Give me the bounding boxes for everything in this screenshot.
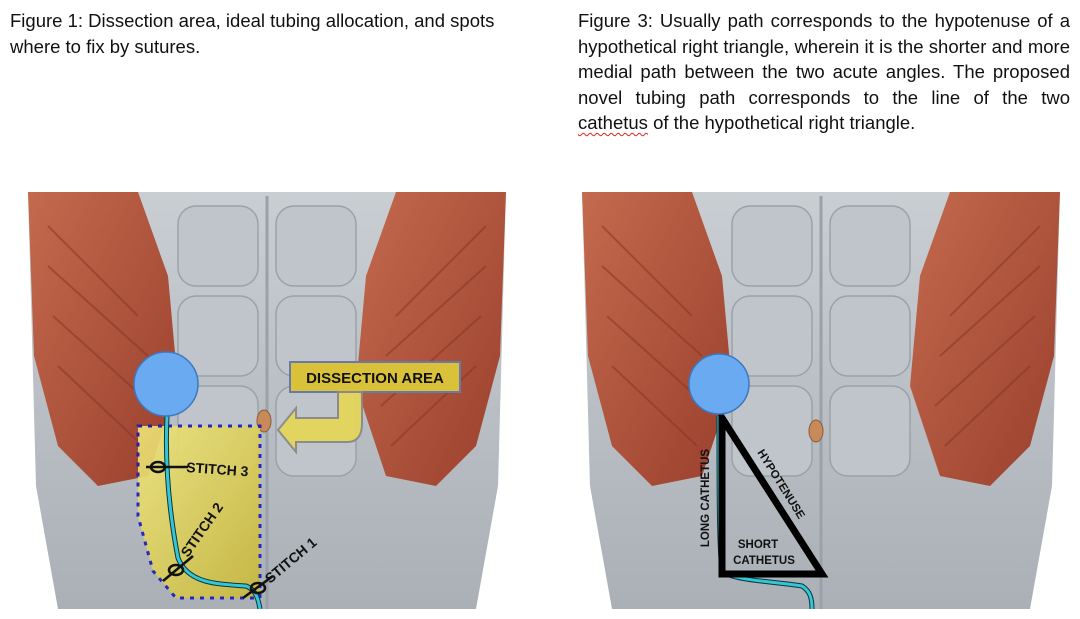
dissection-area [136, 424, 262, 600]
figure-1-illustration: STITCH 3 STITCH 2 STITCH 1 DISSECTION AR… [28, 186, 506, 609]
short-cathetus-label-line2: CATHETUS [733, 555, 795, 567]
figure-3-svg: LONG CATHETUS HYPOTENUSE SHORT CATHETUS [582, 192, 1060, 609]
port-circle [133, 351, 199, 417]
left-oblique-muscle [28, 192, 178, 486]
callout-label: DISSECTION AREA [306, 370, 444, 387]
callout-box [289, 361, 461, 393]
figure-1-caption: Figure 1: Dissection area, ideal tubing … [10, 8, 510, 59]
stitch-2-mark [162, 555, 194, 582]
figure-1-svg: STITCH 3 STITCH 2 STITCH 1 DISSECTION AR… [28, 192, 506, 609]
right-oblique-muscle [356, 192, 506, 486]
left-oblique-muscle [582, 192, 732, 486]
figure-3-caption-end: of the hypothetical right triangle. [647, 112, 916, 133]
short-cathetus-label-line1: SHORT [738, 539, 778, 551]
umbilicus [808, 419, 824, 443]
stitch-1-mark [242, 574, 274, 600]
arrow-icon [276, 391, 363, 455]
right-triangle [718, 406, 829, 578]
stitch-3-mark [146, 460, 188, 474]
figure-3-caption-text: Figure 3: Usually path corresponds to th… [578, 10, 1070, 108]
rectus-segments [731, 205, 911, 477]
muscle-striations [47, 225, 487, 447]
spellcheck-flagged-word: cathetus [578, 112, 648, 133]
figure-3-illustration: LONG CATHETUS HYPOTENUSE SHORT CATHETUS [582, 186, 1060, 609]
figure-3-caption: Figure 3: Usually path corresponds to th… [578, 8, 1070, 136]
right-oblique-muscle [910, 192, 1060, 486]
figure-1-caption-text: Figure 1: Dissection area, ideal tubing … [10, 10, 495, 57]
long-cathetus-label: LONG CATHETUS [700, 449, 712, 548]
port-circle [688, 353, 750, 415]
stitch-3-label: STITCH 3 [186, 459, 249, 479]
